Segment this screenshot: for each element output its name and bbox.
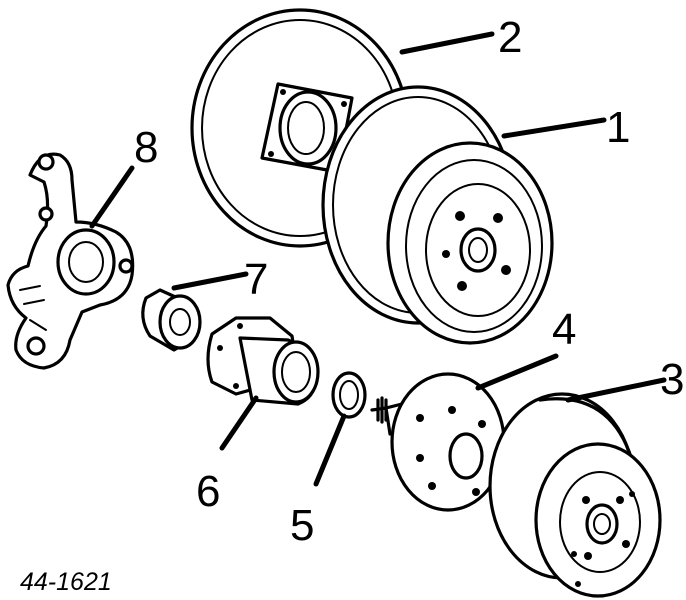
- leader-line-1: [501, 117, 607, 139]
- leader-line-5: [313, 413, 347, 487]
- leader-line-6: [219, 395, 259, 451]
- callout-5: 5: [290, 501, 314, 550]
- hub-bearing-part: [206, 316, 320, 406]
- part-number-label: 44-1621: [20, 568, 112, 596]
- callout-4: 4: [552, 305, 576, 354]
- leader-line-3: [565, 377, 667, 403]
- leader-line-8: [89, 165, 135, 229]
- leader-line-2: [399, 31, 495, 55]
- snap-ring-part: [331, 371, 367, 419]
- oil-seal-part: [141, 288, 202, 352]
- callout-2: 2: [498, 13, 522, 62]
- callout-7: 7: [244, 255, 268, 304]
- steering-knuckle-part: [6, 152, 135, 370]
- brake-disc-part: [488, 392, 662, 598]
- leader-line-7: [171, 271, 249, 291]
- callout-6: 6: [196, 467, 220, 516]
- leader-line-4: [475, 353, 559, 391]
- callout-8: 8: [134, 123, 158, 172]
- wheel-hub-part: [370, 372, 506, 512]
- callout-1: 1: [606, 103, 630, 152]
- callout-3: 3: [660, 355, 684, 404]
- brake-drum-part: [321, 85, 554, 345]
